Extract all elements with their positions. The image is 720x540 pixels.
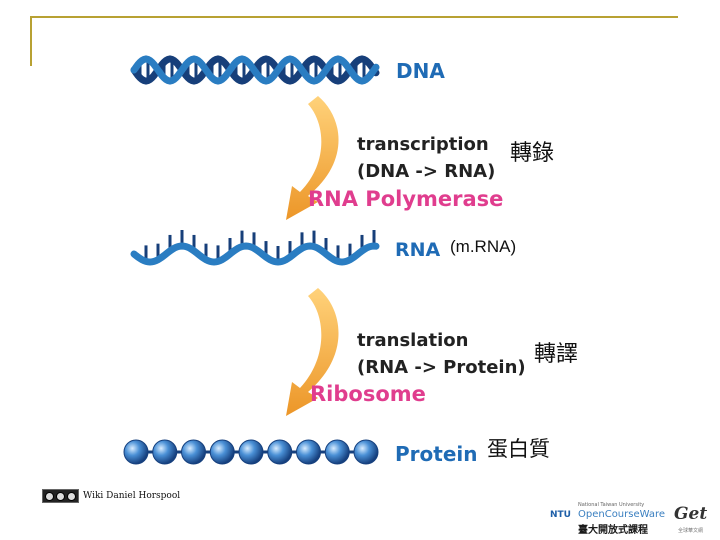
rna-backbone [130, 242, 380, 266]
protein-zh-label: 蛋白質 [487, 437, 550, 461]
amino-acid-bead [324, 439, 350, 465]
rna-label: RNA [395, 239, 441, 261]
dna-helix [130, 55, 380, 85]
get-chinese-text: 全球華文網 [678, 528, 704, 534]
ribosome-label: Ribosome [310, 382, 426, 406]
get-logo-text: Get [674, 504, 708, 524]
protein-chain [123, 439, 379, 465]
ntu-ocw-logo: NTU National Taiwan University OpenCours… [548, 500, 718, 538]
translation-zh-label: 轉譯 [534, 342, 578, 367]
rna-strand [130, 230, 380, 266]
amino-acid-bead [123, 439, 149, 465]
translation-detail: (RNA -> Protein) [357, 357, 526, 378]
dna-strand-b [130, 55, 380, 85]
translation-arrow [286, 288, 339, 416]
ocw-university-text: National Taiwan University [578, 502, 645, 508]
amino-acid-bead [152, 439, 178, 465]
license-credit: Wiki Daniel Horspool [42, 489, 180, 503]
rna-polymerase-label: RNA Polymerase [308, 187, 503, 211]
translation-label: translation [357, 330, 468, 351]
amino-acid-bead [181, 439, 206, 465]
amino-acid-bead [267, 439, 293, 465]
cc-license-icon [42, 489, 79, 503]
amino-acid-bead [353, 439, 379, 465]
ntu-logo-text: NTU [550, 510, 571, 520]
transcription-detail: (DNA -> RNA) [357, 161, 495, 182]
transcription-arrow [286, 96, 339, 220]
frame-top-rule [30, 16, 678, 18]
dna-label: DNA [396, 59, 445, 83]
amino-acid-bead [238, 439, 264, 465]
amino-acid-bead [209, 439, 235, 465]
by-icon [56, 491, 65, 501]
mrna-label: (m.RNA) [450, 237, 516, 256]
cc-icon [45, 491, 54, 501]
protein-label: Protein [395, 442, 477, 466]
transcription-zh-label: 轉錄 [510, 141, 554, 166]
credit-text: Wiki Daniel Horspool [83, 491, 181, 501]
sa-icon [67, 491, 76, 501]
frame-left-rule [30, 16, 32, 66]
transcription-label: transcription [357, 134, 489, 155]
ocw-name-text: OpenCourseWare [578, 509, 666, 520]
ocw-chinese-name: 臺大開放式課程 [578, 525, 648, 536]
amino-acid-bead [296, 439, 321, 465]
